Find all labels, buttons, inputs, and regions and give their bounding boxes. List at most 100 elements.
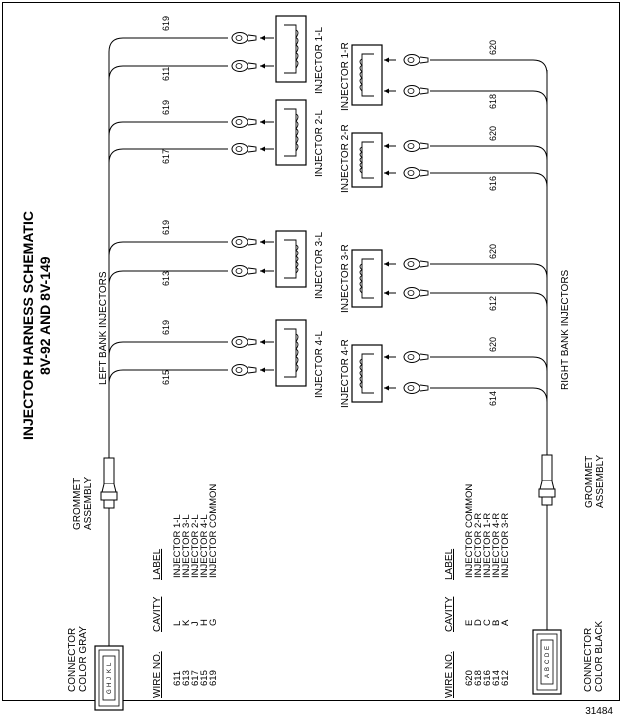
wire-620-right-2: [430, 145, 548, 161]
wire-616-right-2: [430, 172, 548, 188]
wire-number-620: 620: [488, 244, 498, 259]
terminal-icon: [231, 116, 257, 128]
black-table-row-3-cavity: C: [482, 619, 493, 626]
wire-620-right-1: [430, 59, 548, 75]
injector-4-l-box: [275, 319, 307, 387]
injector-3-r-label: INJECTOR 3-R: [340, 244, 351, 313]
wire-number-619: 619: [161, 220, 171, 235]
injector-3-r-box: [351, 249, 383, 308]
black-table-row-4-label: INJECTOR 4-R: [491, 513, 502, 578]
injector-1-l-box: [275, 15, 307, 83]
wire-618-right-1: [430, 90, 548, 106]
black-table-row-2-label: INJECTOR 2-R: [473, 513, 484, 578]
wire-number-619: 619: [161, 320, 171, 335]
terminal-icon: [231, 60, 257, 72]
wire-620-right-4: [430, 356, 548, 372]
injector-1-l-label: INJECTOR 1-L: [314, 27, 325, 94]
terminal-icon: [231, 265, 257, 277]
black-table-row-3-wire: 616: [482, 670, 493, 686]
wire-613-left-3: [108, 270, 228, 286]
injector-3-l-box: [275, 230, 307, 288]
black-table-row-5-wire: 612: [500, 670, 511, 686]
connector-pin-H: H: [107, 683, 113, 687]
terminal-icon: [231, 32, 257, 44]
gray-connector-label-1: CONNECTOR: [67, 628, 78, 692]
connector-pin-C: C: [545, 659, 551, 664]
terminal-icon: [231, 143, 257, 155]
injector-2-r-box: [351, 132, 383, 188]
gray-table-row-1-label: INJECTOR 1-L: [172, 514, 183, 578]
harness-wires: [108, 37, 548, 648]
terminal-icon: [403, 140, 429, 152]
left-bank-label: LEFT BANK INJECTORS: [98, 271, 109, 385]
black-table-row-5-label: INJECTOR 3-R: [500, 513, 511, 578]
gray-table-header-cavity: CAVITY: [152, 596, 163, 632]
wire-number-617: 617: [161, 149, 171, 164]
wire-619-left-1: [108, 37, 228, 53]
gray-table-row-5-wire: 619: [208, 670, 219, 686]
gray-table-row-1-cavity: L: [172, 621, 183, 626]
terminal-icon: [403, 85, 429, 97]
black-table-row-1-wire: 620: [464, 670, 475, 686]
terminal-icon: [403, 287, 429, 299]
gray-table-row-2-cavity: K: [181, 619, 192, 626]
wire-619-left-2: [108, 121, 228, 137]
black-table-header-wire: WIRE NO.: [444, 651, 455, 698]
gray-table-row-1-wire: 611: [172, 671, 183, 686]
black-table-row-3-label: INJECTOR 1-R: [482, 513, 493, 578]
black-table-row-1-label: INJECTOR COMMON: [464, 484, 475, 578]
wire-614-right-4: [430, 387, 548, 403]
connector-pin-J: J: [107, 677, 113, 680]
gray-table-row-5-cavity: G: [208, 619, 219, 626]
terminal-icon: [403, 351, 429, 363]
injector-1-r-label: INJECTOR 1-R: [340, 42, 351, 111]
black-table-row-1-cavity: E: [464, 620, 475, 626]
terminal-icon: [403, 382, 429, 394]
gray-table-row-3-label: INJECTOR 2-L: [190, 514, 201, 578]
gray-table-row-4-cavity: H: [199, 619, 210, 626]
figure-number: 31484: [585, 706, 613, 717]
wire-615-left-4: [108, 369, 228, 385]
gray-table-row-4-wire: 615: [199, 670, 210, 686]
connector-pin-D: D: [545, 652, 551, 657]
wire-number-619: 619: [161, 16, 171, 31]
injector-2-r-label: INJECTOR 2-R: [340, 124, 351, 193]
wire-number-614: 614: [488, 391, 498, 406]
connector-pin-K: K: [107, 669, 113, 673]
gray-table-row-3-cavity: J: [190, 621, 201, 626]
right-grommet-label-2: ASSEMBLY: [595, 455, 606, 508]
gray-table-header-wire: WIRE NO.: [152, 651, 163, 698]
gray-table-row-2-wire: 613: [181, 670, 192, 686]
right-grommet: [538, 454, 556, 506]
wire-number-611: 611: [161, 67, 171, 81]
gray-connector-label-2: COLOR GRAY: [78, 626, 89, 692]
wire-611-left-1: [108, 65, 228, 81]
injector-4-r-label: INJECTOR 4-R: [340, 339, 351, 408]
wire-number-620: 620: [488, 337, 498, 352]
title-line-1: INJECTOR HARNESS SCHEMATIC: [20, 211, 36, 440]
black-table-row-4-cavity: B: [491, 620, 502, 626]
title-line-2: 8V-92 AND 8V-149: [37, 256, 53, 375]
wire-620-right-3: [430, 263, 548, 279]
gray-table-row-2-label: INJECTOR 3-L: [181, 514, 192, 578]
black-table-row-4-wire: 614: [491, 670, 502, 686]
wire-619-left-3: [108, 241, 228, 257]
black-table-row-2-wire: 618: [473, 670, 484, 686]
connector-pin-E: E: [545, 646, 551, 650]
wire-number-620: 620: [488, 126, 498, 141]
wire-number-620: 620: [488, 40, 498, 55]
black-table-header-label: LABEL: [444, 548, 455, 580]
gray-table-row-4-label: INJECTOR 4-L: [199, 514, 210, 578]
left-grommet-label-1: GROMMET: [72, 478, 83, 530]
wire-number-615: 615: [161, 370, 171, 385]
wire-number-618: 618: [488, 94, 498, 109]
wire-619-left-4: [108, 341, 228, 357]
black-table-row-5-cavity: A: [500, 619, 511, 626]
wire-number-616: 616: [488, 176, 498, 191]
injector-2-l-box: [275, 99, 307, 166]
diagram-frame: [2, 2, 620, 701]
